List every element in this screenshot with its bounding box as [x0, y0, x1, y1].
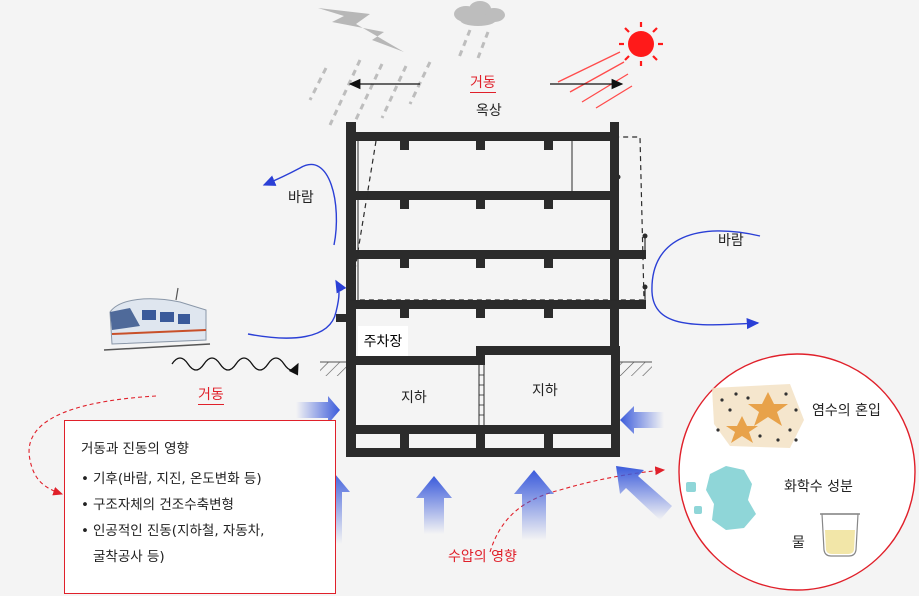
- beaker-icon: [820, 513, 860, 557]
- train-icon: [103, 287, 211, 351]
- chemical-icon: [686, 466, 756, 530]
- basement-label-left: 지하: [401, 390, 427, 406]
- behavior-label-top: 거동: [470, 75, 496, 93]
- rain-icon: [308, 29, 490, 129]
- wind-arrow-in: [247, 279, 347, 339]
- effects-title: 거동과 진동의 영향: [81, 441, 189, 457]
- wind-label-right: 바람: [718, 233, 744, 249]
- lightning-icon: [318, 8, 404, 52]
- effects-item-shrinkage: •구조자체의 건조수축변형: [81, 497, 234, 513]
- vibration-wave: [171, 357, 299, 376]
- effects-item-climate: •기후(바람, 지진, 온도변화 등): [81, 471, 262, 487]
- wind-arrow-left: [262, 163, 338, 246]
- effects-item-artificial: •인공적인 진동(지하철, 자동차,: [81, 523, 265, 539]
- ground-left: [320, 362, 346, 376]
- effects-box: 거동과 진동의 영향 •기후(바람, 지진, 온도변화 등) •구조자체의 건조…: [64, 420, 336, 594]
- water-label: 물: [792, 535, 805, 551]
- wind-label-left: 바람: [288, 190, 314, 206]
- cloud-icon: [454, 1, 505, 26]
- sun-rays-icon: [557, 51, 633, 109]
- water-pressure-label: 수압의 영향: [448, 549, 517, 565]
- parking-label: 주차장: [358, 326, 408, 356]
- connector-behavior-left: [28, 395, 157, 496]
- ground-right: [620, 362, 652, 376]
- wind-arrow-right: [651, 230, 761, 330]
- behavior-label-left: 거동: [198, 387, 224, 405]
- sun-icon: [619, 22, 663, 66]
- starfish-icon: [712, 384, 804, 448]
- effects-item-artificial-cont: 굴착공사 등): [93, 549, 165, 565]
- basement-label-right: 지하: [532, 383, 558, 399]
- building-structure: [336, 122, 646, 457]
- chemical-label: 화학수 성분: [784, 479, 853, 495]
- deformed-outline: [349, 136, 645, 301]
- railing-posts: [615, 174, 648, 300]
- rooftop-label: 옥상: [476, 103, 502, 119]
- salt-label: 염수의 혼입: [812, 403, 881, 419]
